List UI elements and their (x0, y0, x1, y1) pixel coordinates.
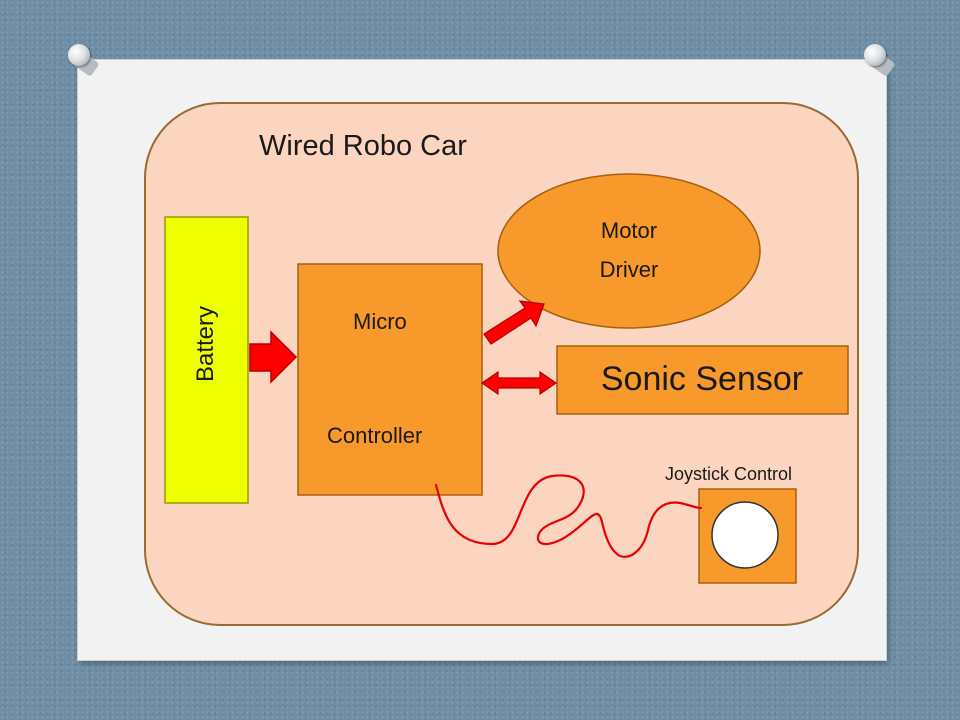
sonic-sensor-label: Sonic Sensor (600, 360, 804, 398)
pushpin-top-left-icon (68, 44, 100, 77)
motor-driver-label-line1: Motor (600, 218, 658, 243)
joystick-label: Joystick Control (665, 464, 793, 484)
diagram-title: Wired Robo Car (259, 130, 467, 162)
battery-label: Battery (192, 305, 219, 383)
motor-driver-ellipse (497, 173, 761, 329)
battery-block (164, 216, 249, 504)
micro-controller-label-line2: Controller (327, 423, 423, 448)
sonic-sensor-block (556, 345, 849, 415)
motor-driver-label-line2: Driver (599, 257, 659, 282)
joystick-knob (711, 501, 779, 569)
arrow-controller-to-motor (483, 300, 545, 345)
micro-controller-label-line1: Micro (353, 309, 407, 334)
micro-controller-block (297, 263, 483, 496)
arrow-battery-to-controller (249, 330, 298, 384)
pushpin-top-right-icon (864, 44, 896, 77)
arrow-controller-sonic-bidirectional (480, 370, 558, 396)
joystick-wire (434, 474, 703, 558)
